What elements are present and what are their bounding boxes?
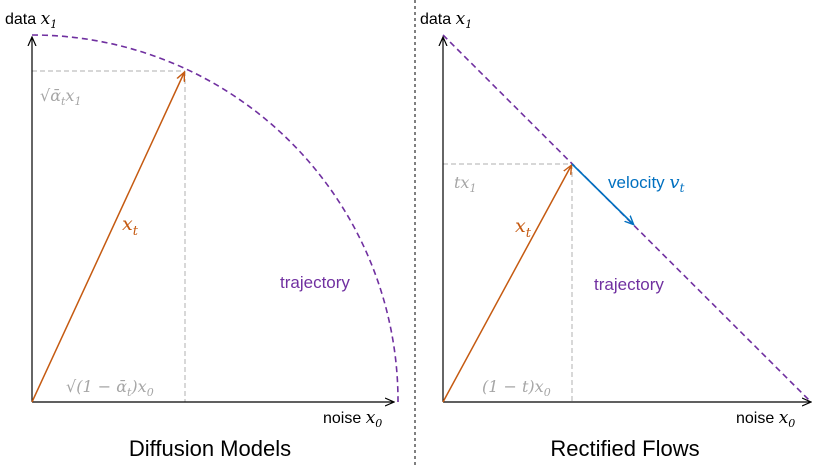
left-x-projection-label: √(1 − ᾱt)x0 [66,377,154,399]
right-trajectory-line [442,34,812,403]
left-xt-vector [31,73,184,403]
right-trajectory-label: trajectory [594,275,664,294]
right-velocity-vector [571,163,633,224]
right-panel-title: Rectified Flows [550,436,699,461]
left-trajectory-label: trajectory [280,273,350,292]
left-panel-title: Diffusion Models [129,436,291,461]
right-x-axis-label: noise x0 [736,408,795,430]
left-y-projection-label: √ᾱtx1 [40,86,81,108]
right-vector-label: xt [515,215,532,241]
right-xt-vector [442,166,571,403]
left-panel: data x1 noise x0 √ᾱtx1 √(1 − ᾱt)x0 xt tr… [5,9,399,461]
left-x-axis-label: noise x0 [323,408,382,430]
right-x-projection-label: (1 − t)x0 [482,377,551,399]
right-panel: data x1 noise x0 tx1 (1 − t)x0 xt veloci… [420,9,811,461]
left-trajectory-arc [31,34,399,403]
left-vector-label: xt [122,213,139,239]
left-y-axis-label: data x1 [5,9,57,31]
right-y-axis-label: data x1 [420,9,472,31]
right-velocity-label: velocity vt [608,172,685,195]
right-y-projection-label: tx1 [454,173,476,195]
